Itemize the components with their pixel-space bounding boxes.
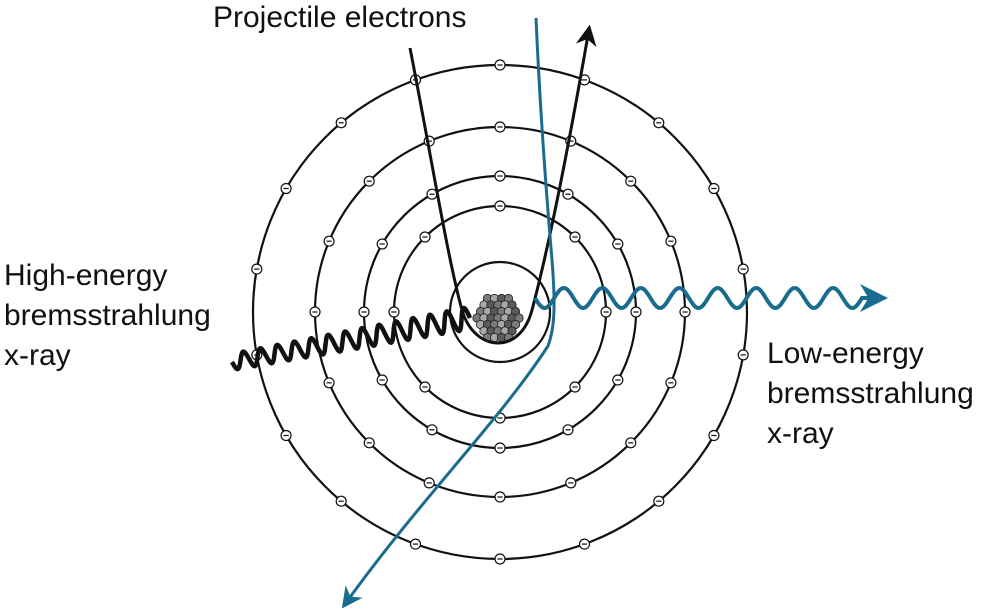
orbital-electron bbox=[494, 121, 506, 133]
orbital-electron bbox=[625, 437, 637, 449]
orbital-electron bbox=[625, 175, 637, 187]
orbital-electron bbox=[708, 182, 720, 195]
high-energy-xray-wave bbox=[230, 305, 473, 372]
orbital-electron bbox=[665, 235, 677, 247]
projectile-electrons-label: Projectile electrons bbox=[213, 1, 467, 34]
nucleus bbox=[472, 293, 524, 343]
low-energy-label-line-3: x-ray bbox=[767, 417, 834, 450]
orbital-electron bbox=[335, 495, 347, 507]
projectile-electron-path-black bbox=[408, 24, 597, 345]
orbital-electron bbox=[708, 429, 720, 442]
high-energy-label-line-3: x-ray bbox=[4, 339, 71, 372]
low-energy-label-line-1: Low-energy bbox=[767, 337, 924, 370]
orbital-electron bbox=[309, 306, 321, 318]
orbital-electron bbox=[600, 306, 612, 318]
orbital-electron bbox=[426, 424, 438, 436]
orbital-electron bbox=[630, 306, 642, 318]
orbital-electron bbox=[612, 374, 624, 386]
orbital-electron bbox=[363, 437, 375, 449]
orbital-electron bbox=[653, 117, 665, 129]
orbital-electron bbox=[569, 381, 581, 393]
orbital-electron bbox=[419, 381, 431, 393]
orbital-electron bbox=[376, 238, 388, 250]
orbital-electron bbox=[376, 374, 388, 386]
orbital-electron bbox=[388, 306, 400, 318]
orbital-electron bbox=[737, 349, 749, 361]
orbital-electron bbox=[569, 231, 581, 243]
orbital-electron bbox=[323, 377, 335, 389]
orbital-electron bbox=[578, 538, 591, 550]
orbital-electron bbox=[335, 117, 347, 129]
orbital-electron bbox=[423, 477, 435, 489]
orbital-electrons bbox=[251, 59, 749, 565]
high-energy-label: High-energy bremsstrahlung x-ray bbox=[4, 256, 211, 376]
orbital-electron bbox=[737, 263, 749, 275]
orbital-electron bbox=[494, 491, 506, 503]
projectile-electron-path-blue bbox=[341, 17, 556, 609]
high-energy-label-line-2: bremsstrahlung bbox=[4, 299, 211, 332]
high-energy-label-line-1: High-energy bbox=[4, 259, 168, 292]
orbital-electron bbox=[565, 477, 577, 489]
orbital-electron bbox=[494, 442, 506, 454]
orbital-electron bbox=[562, 424, 574, 436]
low-energy-xray-wave bbox=[533, 284, 888, 312]
orbital-electron bbox=[494, 170, 506, 182]
orbital-electron bbox=[612, 238, 624, 250]
orbital-electron bbox=[280, 429, 292, 442]
orbital-electron bbox=[358, 306, 370, 318]
low-energy-label: Low-energy bremsstrahlung x-ray bbox=[767, 334, 974, 454]
orbital-electron bbox=[562, 188, 574, 200]
orbital-electron bbox=[494, 59, 506, 71]
orbital-electron bbox=[679, 306, 691, 318]
orbital-electron bbox=[280, 182, 292, 195]
orbital-electron bbox=[665, 377, 677, 389]
orbital-electron bbox=[653, 495, 665, 507]
orbital-electron bbox=[251, 263, 263, 275]
orbital-electron bbox=[419, 231, 431, 243]
orbital-electron bbox=[323, 235, 335, 247]
orbital-electron bbox=[494, 200, 506, 212]
orbital-electron bbox=[363, 175, 375, 187]
orbital-electron bbox=[494, 553, 506, 565]
orbital-electron bbox=[409, 538, 422, 550]
low-energy-label-line-2: bremsstrahlung bbox=[767, 377, 974, 410]
